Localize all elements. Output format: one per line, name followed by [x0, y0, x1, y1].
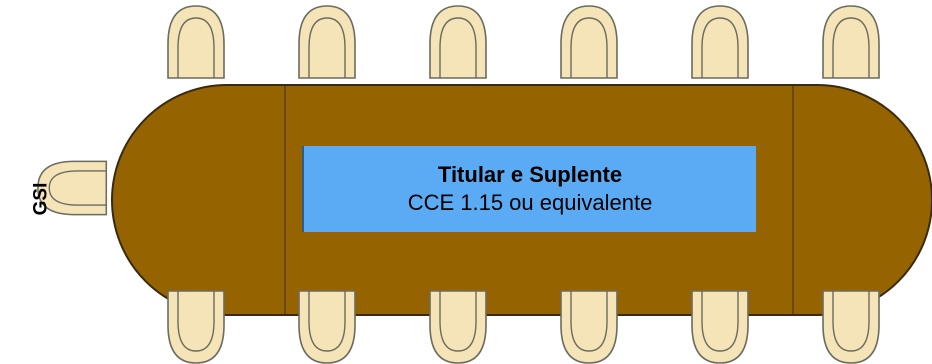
chair-bottom-6	[822, 290, 880, 364]
info-box-background	[302, 146, 756, 232]
chair-top-3	[429, 5, 487, 79]
chair-top-1	[167, 5, 225, 79]
chair-top-5	[691, 5, 749, 79]
chair-bottom-2	[298, 290, 356, 364]
info-box-subtitle: CCE 1.15 ou equivalente	[407, 190, 653, 215]
chair-top-2	[298, 5, 356, 79]
chair-bottom-4	[560, 290, 618, 364]
gsi-label: GSI	[30, 182, 52, 216]
chair-bottom-1	[167, 290, 225, 364]
chair-bottom-5	[691, 290, 749, 364]
info-box: Titular e Suplente CCE 1.15 ou equivalen…	[302, 146, 756, 232]
chair-top-6	[822, 5, 880, 79]
info-box-title: Titular e Suplente	[437, 162, 623, 187]
chair-bottom-3	[429, 290, 487, 364]
side-seat-label: GSI	[26, 182, 56, 216]
chair-top-4	[560, 5, 618, 79]
